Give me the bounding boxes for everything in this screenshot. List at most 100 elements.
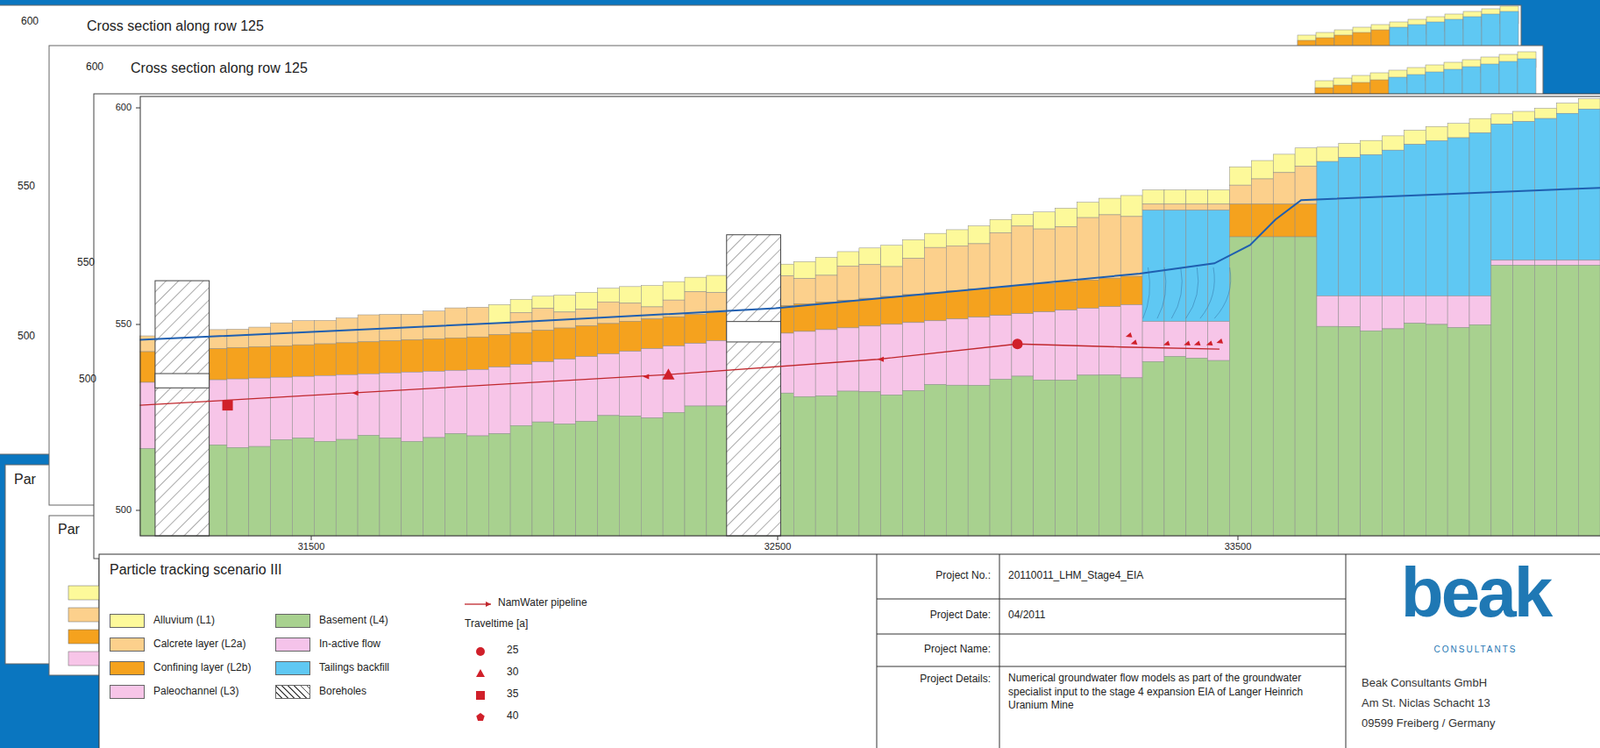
flow-arrow [1125,332,1133,338]
model-cell [618,286,641,304]
model-cell [554,424,576,537]
flow-line [1200,267,1215,319]
model-cell [881,296,904,325]
model-cell [532,330,555,363]
model-cell [1230,236,1252,536]
model-cell [859,248,882,265]
axis-value: 550 [115,318,132,330]
model-cell [1208,210,1231,322]
model-cell [1142,210,1165,322]
model-cell [1382,328,1405,536]
legend-swatch [275,661,311,676]
model-cell [1403,129,1426,144]
flow-arrow [1183,340,1191,346]
model-cell [1513,265,1536,536]
model-cell [945,291,968,320]
model-cell [227,378,249,448]
info-panel [99,554,1600,748]
model-cell [357,373,380,435]
table-line [999,554,1001,748]
model-cell [662,346,685,413]
model-cell [1556,113,1579,261]
model-cell [684,291,707,315]
model-cell [989,219,1012,233]
legend-text: 30 [506,666,519,679]
model-cell [881,266,904,297]
model-cell [357,341,380,374]
model-cell [1382,296,1405,329]
model-cell [1076,217,1099,280]
table-line [1345,554,1347,748]
flow-line [1214,267,1231,319]
model-cell [967,317,990,386]
model-cell [1382,135,1405,150]
model-cell [1142,321,1165,363]
model-cell [989,287,1012,316]
swatch-fragment [68,584,104,599]
model-cell [1535,107,1558,119]
model-cell [1491,265,1514,536]
model-cell [1294,148,1317,167]
model-cell [1142,361,1165,536]
model-cell [1076,202,1099,218]
model-cell [1098,198,1121,215]
legend-text: NamWater pipeline [497,597,588,610]
legend-fragment-title: Par [57,521,80,538]
model-cell [576,291,598,309]
model-cell [1403,144,1426,297]
model-cell [1272,154,1295,173]
model-cell [1164,355,1187,536]
model-cell [576,325,598,356]
card-title: Cross section along row 125 [130,60,308,77]
table-key: Project No.: [935,569,991,583]
model-cell [248,377,271,447]
model-cell [1076,308,1099,376]
legend-text: Alluvium (L1) [153,614,215,627]
legend-text: Calcrete layer (L2a) [153,638,246,651]
model-cell [1186,204,1209,211]
model-cell [1338,142,1361,157]
axis-value: 500 [78,373,97,386]
marker-circle [476,647,485,656]
model-cell [1294,204,1317,237]
model-cell [640,306,663,320]
model-cell [1294,166,1317,205]
model-cell [313,375,336,441]
model-cell [554,295,576,313]
legend-text: 25 [506,644,519,657]
model-cell [793,303,816,332]
marker-triangle [476,668,485,677]
model-cell [1360,330,1383,536]
model-cell [379,437,402,536]
model-cell [967,289,990,318]
model-cell [815,257,838,276]
axis-value: 600 [115,101,132,114]
model-cell [859,298,882,327]
front-card [93,93,1600,559]
tick [135,324,141,326]
model-cell [924,247,946,293]
legend-swatch [275,637,311,652]
model-cell [1120,216,1143,277]
borehole [155,280,210,536]
model-cell [881,245,904,267]
model-cell [945,245,968,291]
model-cell [1011,376,1034,536]
model-cell [313,343,336,376]
model-cell [945,384,968,536]
model-cell [1142,190,1165,205]
plot-frame [140,96,1600,536]
marker-circle [1012,338,1024,349]
table-value: 20110011_LHM_Stage4_EIA [1008,569,1144,583]
model-cell [510,364,533,427]
model-cell [1469,296,1492,326]
model-cell [597,323,620,355]
model-cell [532,296,555,309]
model-cell [445,337,468,370]
model-cell [1491,260,1514,266]
address-line: 09599 Freiberg / Germany [1361,717,1495,731]
model-cell [1425,296,1448,325]
model-cell [1469,132,1492,296]
model-cell [1338,326,1361,536]
